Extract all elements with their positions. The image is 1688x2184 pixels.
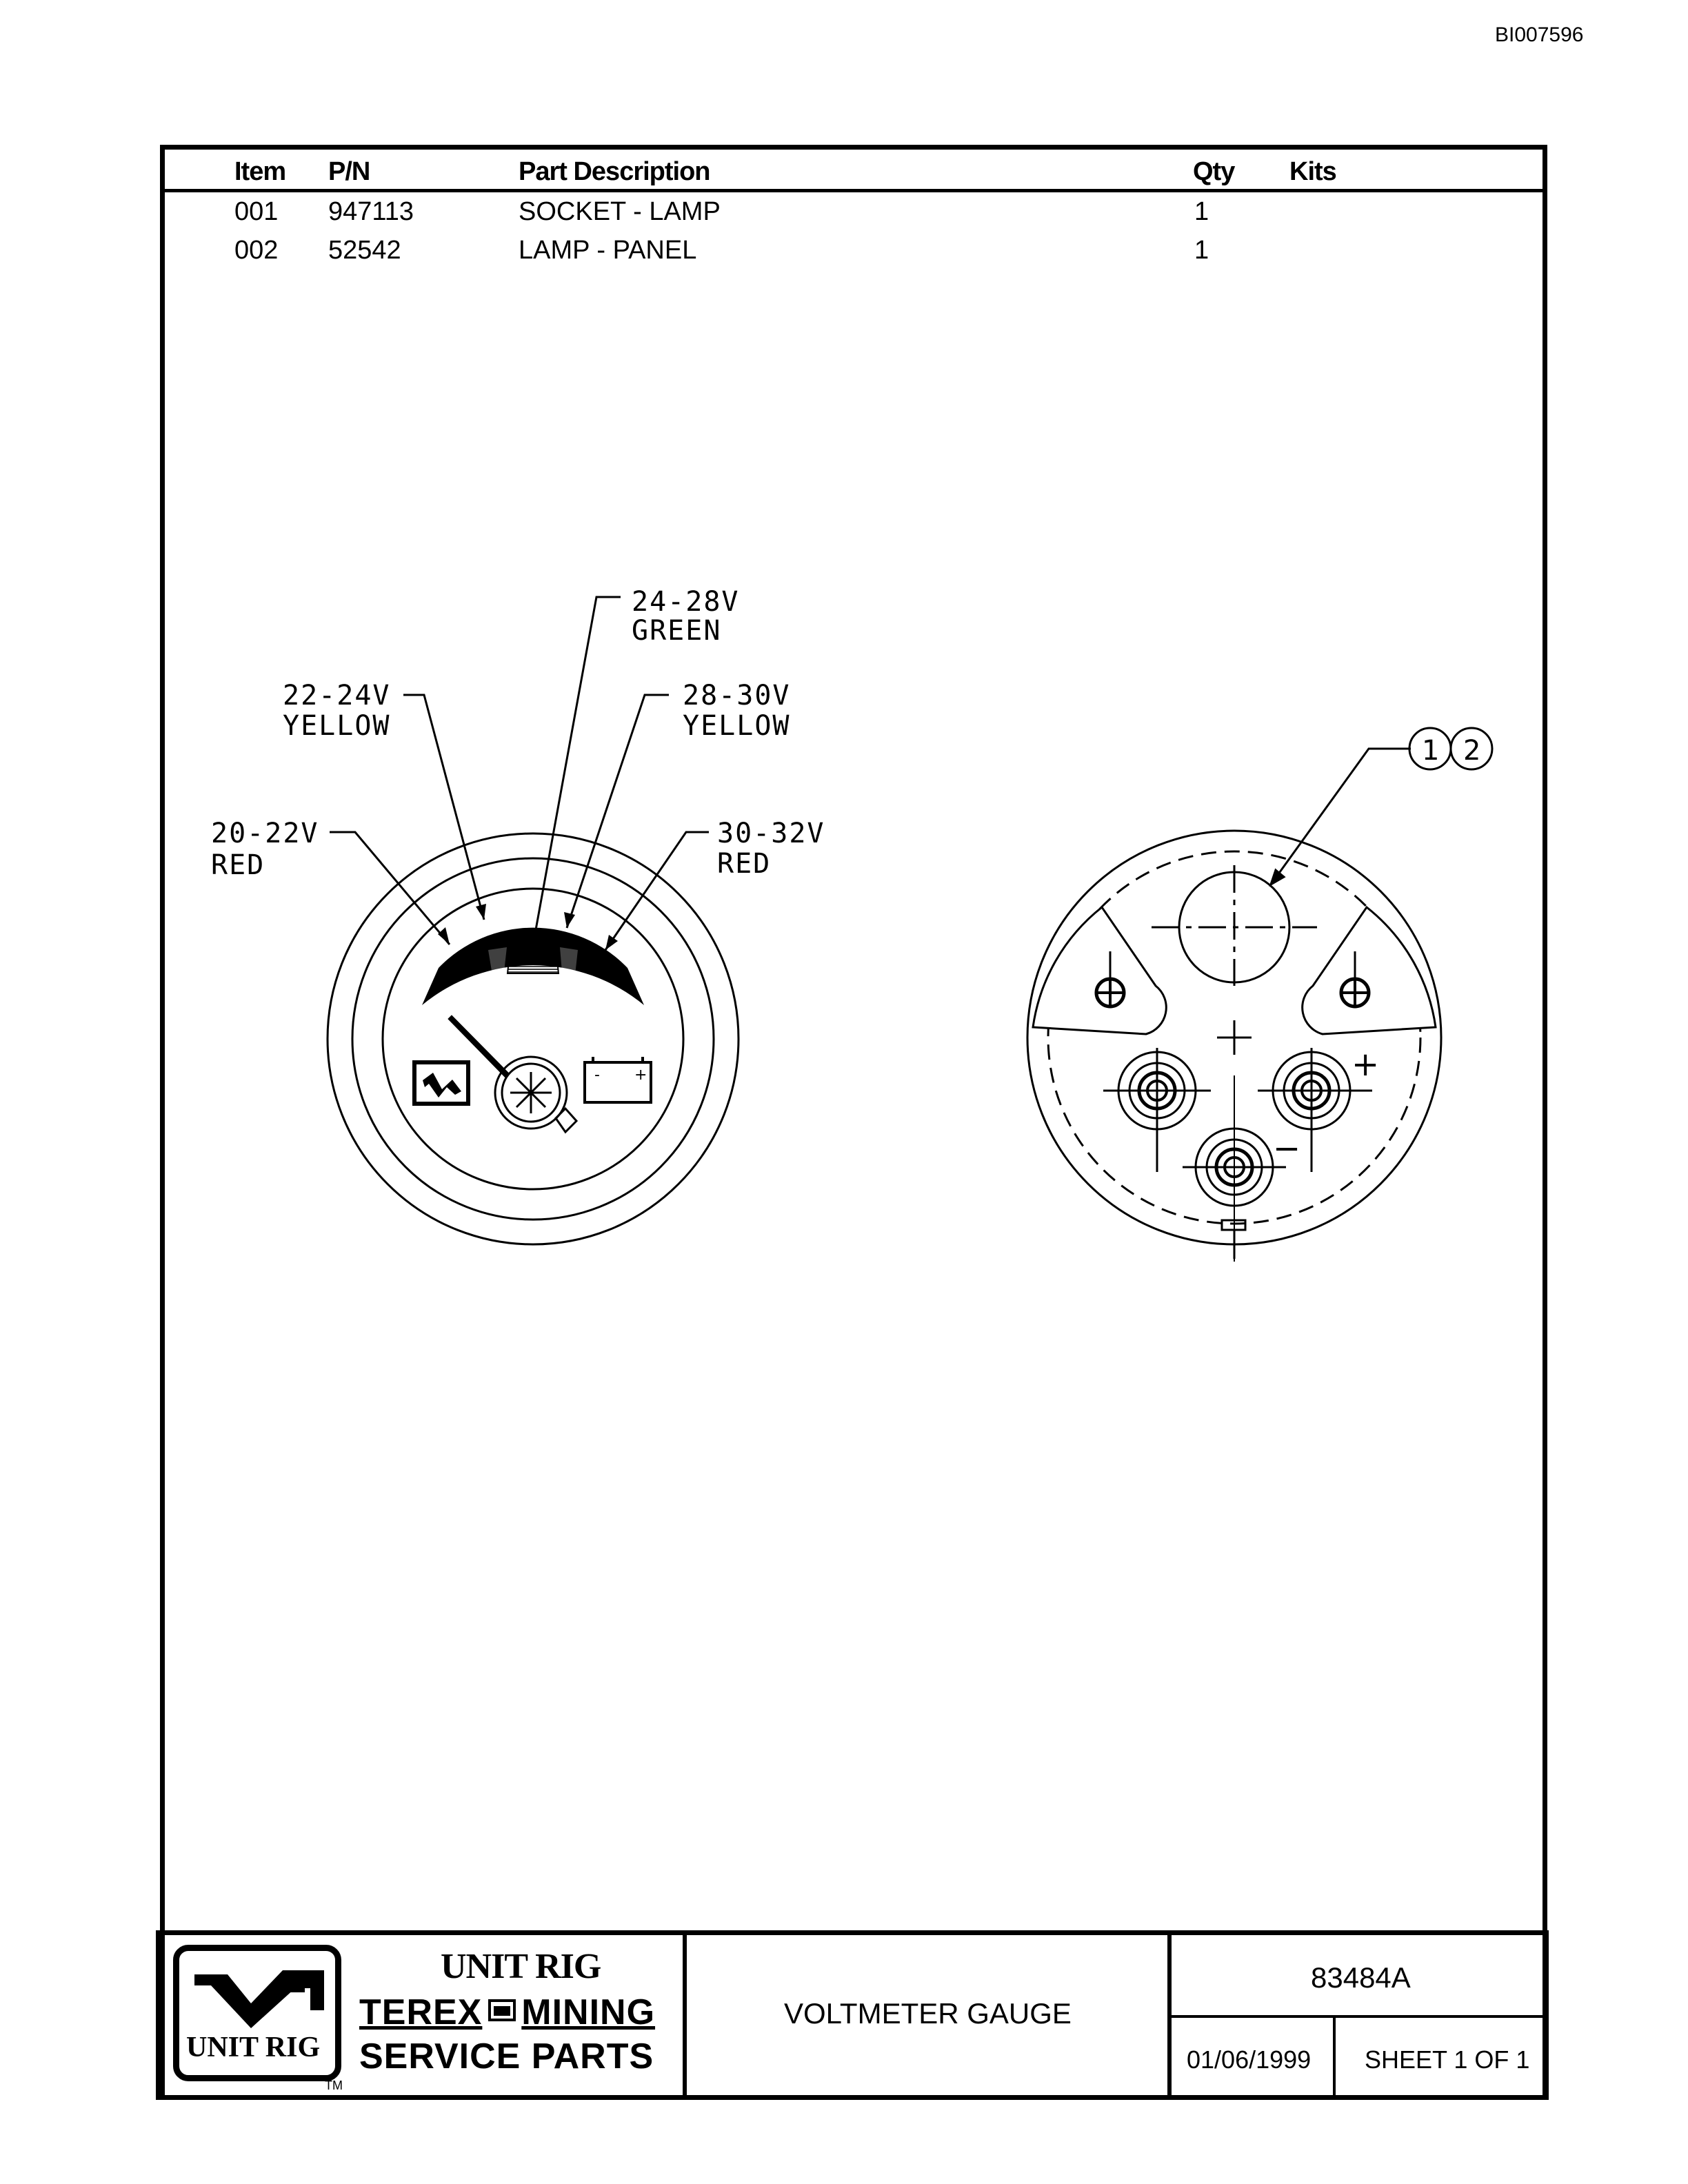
gauge-dial-face [381,887,685,1191]
row-description: SOCKET - LAMP [519,197,721,226]
col-header-kits: Kits [1289,157,1337,186]
callout-28-30v-range: 28-30V [683,680,791,711]
zone-divider-right [560,947,578,975]
battery-neg-mark: - [594,1066,600,1084]
trademark: TM [325,2079,343,2092]
col-header-qty: Qty [1193,157,1235,186]
leader-22-24v [403,694,485,920]
leader-28-30v [565,694,669,929]
gauge-front-view [326,832,740,1246]
leader-arrowheads [438,904,618,950]
callout-24-28v-color: GREEN [632,615,721,647]
voltage-band [422,927,644,1005]
col-header-pn: P/N [328,157,370,186]
brand-service-parts: SERVICE PARTS [359,2036,654,2076]
leader-20-22v [330,831,451,945]
gauge-inner-bezel [351,857,715,1221]
band-arc [422,927,644,1005]
brand-terex-mining: TEREX MINING [359,1992,655,2033]
drawing-number: 83484A [1311,1961,1411,1994]
pointer-hub [448,1015,579,1134]
zone-divider-left [488,947,507,975]
gauge-needle [448,1015,510,1078]
col-header-description: Part Description [519,157,711,186]
drawing-date: 01/06/1999 [1187,2045,1312,2074]
sheet-number: SHEET 1 OF 1 [1365,2045,1530,2074]
green-zone-hatch [506,947,560,974]
row-pn: 947113 [328,197,414,226]
gauge-rear-view [1026,727,1494,1262]
logo-text: UNIT RIG [186,2032,321,2063]
brand-terex: TEREX [359,1992,483,2032]
row-item: 001 [234,197,279,226]
callout-22-24v-color: YELLOW [283,710,391,742]
callout-22-24v-range: 22-24V [283,680,391,711]
drawing-title: VOLTMETER GAUGE [784,1997,1072,2030]
terex-crown-icon [488,1999,516,2021]
callout-30-32v-color: RED [717,848,771,880]
col-header-item: Item [234,157,286,186]
battery-icon: - + [583,1057,652,1104]
leader-24-28v [531,596,621,949]
title-block: UNIT RIG TM UNIT RIG TEREX MINING SERVIC… [156,1930,1549,2100]
callout-leaders [330,596,709,951]
terminal-left [1103,1048,1211,1172]
row-qty: 1 [1194,236,1209,265]
brand-unit-rig: UNIT RIG [441,1947,601,1986]
table-header-rule [160,189,1547,192]
gauge-outer-bezel [326,832,740,1246]
battery-pos-mark: + [634,1066,647,1084]
unit-rig-logo: UNIT RIG [173,1945,341,2081]
balloon-2-label: 2 [1463,735,1480,767]
callout-24-28v-range: 24-28V [632,586,740,618]
row-qty: 1 [1194,197,1209,226]
balloon-2 [1449,727,1494,771]
row-item: 002 [234,236,279,265]
row-description: LAMP - PANEL [519,236,697,265]
unit-rig-logo-mark [194,1970,324,2028]
callout-30-32v-range: 30-32V [717,818,825,849]
callout-20-22v-color: RED [211,849,265,881]
terminal-right [1258,1048,1372,1172]
callout-20-22v-range: 20-22V [211,818,319,849]
document-id: BI007596 [1495,23,1584,46]
terminal-bottom [1183,1127,1286,1207]
leader-30-32v [604,831,709,951]
brand-mining: MINING [521,1992,656,2032]
callout-28-30v-color: YELLOW [683,710,791,742]
row-pn: 52542 [328,236,401,265]
oil-warning-icon [412,1060,470,1106]
balloon-1-label: 1 [1422,735,1439,767]
terminal-negative-mark: − [1273,1129,1300,1168]
terminal-positive-mark: + [1352,1045,1379,1084]
